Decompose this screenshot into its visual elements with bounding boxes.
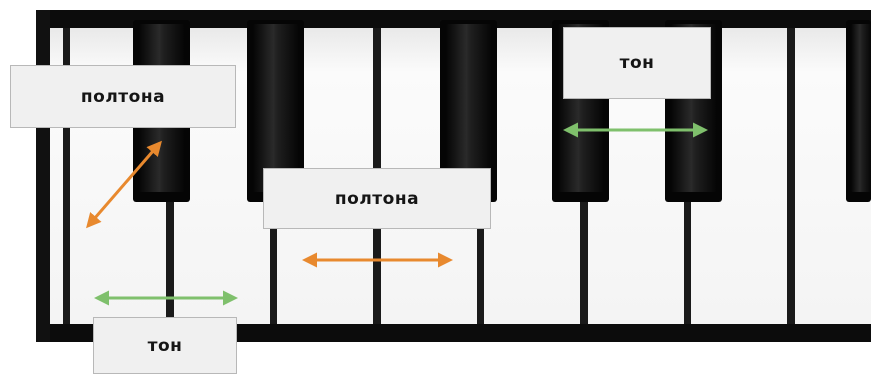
keyboard-top-rail bbox=[36, 10, 871, 28]
keyboard-left-end bbox=[36, 10, 50, 342]
tone-label-box: тон bbox=[563, 27, 711, 99]
semitone-label-box: полтона bbox=[10, 65, 236, 128]
black-key-face bbox=[851, 24, 871, 192]
black-key-face bbox=[446, 24, 491, 192]
semitone-arrow-diagonal bbox=[86, 140, 162, 229]
semitone-label: полтона bbox=[80, 86, 166, 107]
keyboard-bottom-rail bbox=[36, 322, 871, 342]
semitone-label-box: полтона bbox=[263, 168, 491, 229]
tone-label-box: тон bbox=[93, 317, 237, 374]
black-key-face bbox=[253, 24, 298, 192]
tone-label: тон bbox=[619, 53, 655, 73]
semitone-label: полтона bbox=[334, 188, 420, 209]
tone-label: тон bbox=[147, 335, 183, 356]
